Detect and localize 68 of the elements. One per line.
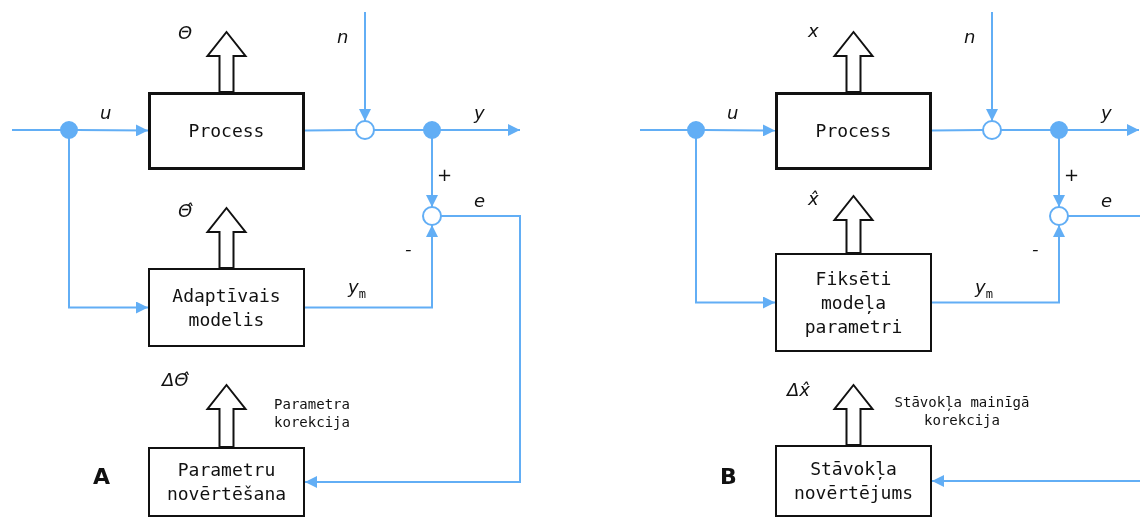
- summing-circle: [982, 120, 1002, 140]
- panel-label: B: [720, 466, 737, 488]
- junction-dot: [423, 121, 441, 139]
- annotation-text: Stāvokļa mainīgā korekcija: [893, 393, 1031, 429]
- junction-dot: [1050, 121, 1068, 139]
- signal-arrow: [68, 137, 149, 314]
- sign-label: -: [1032, 240, 1039, 258]
- signal-label: e: [1101, 192, 1113, 210]
- block-arrow: [205, 30, 248, 93]
- signal-label: +: [1064, 166, 1080, 184]
- signal-label: n: [337, 28, 349, 46]
- signal-label: n: [964, 28, 976, 46]
- signal-label: y: [1101, 104, 1112, 122]
- signal-arrow: [1053, 137, 1065, 208]
- block-box: [775, 92, 932, 170]
- signal-label: u: [100, 104, 112, 122]
- signal-label: y$_{m}$: [348, 278, 366, 300]
- block-arrow: [832, 383, 875, 446]
- signal-label: e: [474, 192, 486, 210]
- summing-circle: [355, 120, 375, 140]
- block-label: Adaptīvais modelis: [171, 283, 282, 332]
- signal-line: [304, 129, 357, 132]
- junction-dot: [687, 121, 705, 139]
- block-label: Process: [815, 119, 892, 143]
- signal-arrow: [76, 124, 149, 137]
- block-arrow: [205, 383, 248, 448]
- block-box: [148, 447, 305, 517]
- block-label: Stāvokļa novērtējums: [792, 457, 915, 505]
- signal-arrow: [931, 224, 1065, 304]
- block-label: Fiksēti modeļa parametri: [803, 266, 904, 339]
- signal-arrow: [439, 124, 521, 136]
- block-arrow: [832, 194, 875, 254]
- sign-label: -: [405, 240, 412, 258]
- block-arrow: [205, 206, 248, 269]
- block-box: [775, 253, 932, 352]
- signal-label: y: [474, 104, 485, 122]
- annotation-text: Parametra korekcija: [273, 395, 351, 431]
- signal-arrow: [426, 137, 438, 208]
- signal-label: +: [437, 166, 453, 184]
- signal-label: Θ̂: [178, 202, 193, 220]
- block-label: Parametru novērtēšana: [165, 458, 288, 506]
- signal-arrow: [1066, 124, 1140, 136]
- panel-label: A: [93, 466, 111, 488]
- signal-arrow: [304, 215, 521, 488]
- signal-line: [931, 129, 984, 132]
- signal-label: x̂: [808, 190, 819, 208]
- block-box: [775, 445, 932, 517]
- signal-arrow: [359, 11, 371, 122]
- block-box: [148, 268, 305, 347]
- signal-arrow: [703, 124, 776, 137]
- signal-label: y$_{m}$: [975, 278, 993, 300]
- signal-label: u: [727, 104, 739, 122]
- signal-line: [639, 129, 689, 131]
- block-label: Process: [188, 119, 265, 143]
- junction-dot: [60, 121, 78, 139]
- block-arrow: [832, 30, 875, 93]
- signal-line: [11, 129, 62, 131]
- summing-circle: [422, 206, 442, 226]
- signal-label: ΔΘ̂: [162, 371, 189, 389]
- signal-label: Δx̂: [787, 381, 810, 399]
- summing-circle: [1049, 206, 1069, 226]
- signal-label: x: [808, 22, 819, 40]
- signal-arrow: [695, 137, 776, 309]
- block-box: [148, 92, 305, 170]
- signal-arrow: [986, 11, 998, 122]
- signal-label: Θ: [178, 24, 193, 42]
- signal-arrow: [304, 224, 438, 309]
- signal-arrow: [931, 475, 1140, 487]
